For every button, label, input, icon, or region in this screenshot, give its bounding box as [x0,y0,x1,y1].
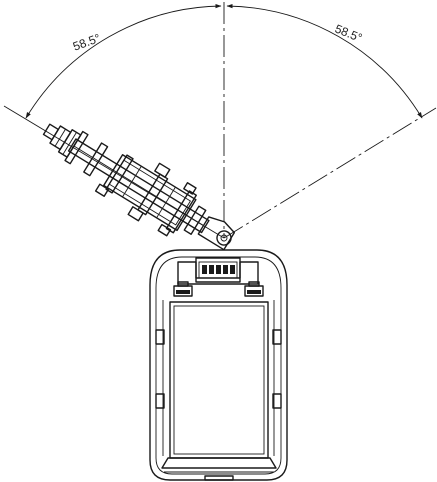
connector-block [195,257,241,283]
left-angle-label: 58.5° [71,31,102,54]
right-limit-centerline [223,107,437,239]
right-angle-arc [226,3,423,119]
base-unit [149,249,288,481]
swing-arm-assembly [42,123,236,251]
left-angle-arc [25,3,222,119]
right-angle-label: 58.5° [333,22,365,46]
